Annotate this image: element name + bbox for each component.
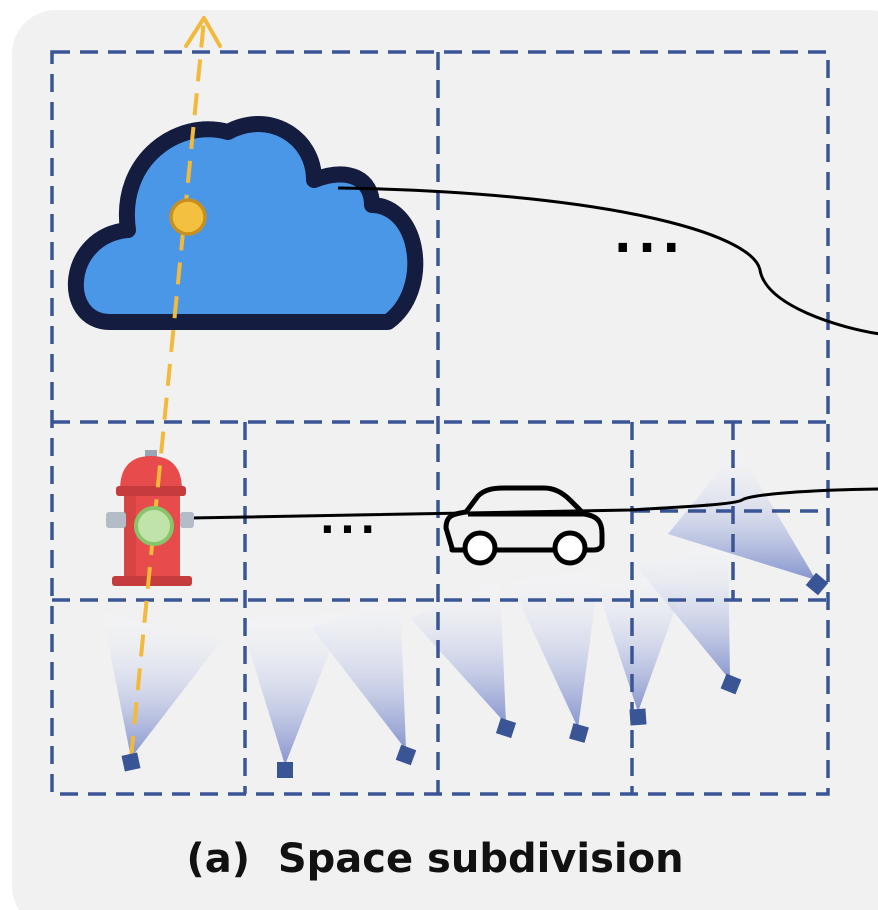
ellipsis-middle: ... [320,497,381,543]
camera-markers [121,572,829,778]
camera-frustum [312,592,406,750]
ellipsis-top: ... [614,208,687,264]
camera-frustum [410,580,506,724]
camera-frustum [636,540,730,680]
camera-marker-icon [629,708,647,726]
camera-marker-icon [277,762,293,778]
camera-marker-icon [569,723,589,743]
link-curve-hydrant [189,487,878,520]
hit-point-cloud [169,198,207,236]
camera-frustum [102,612,222,758]
panel-caption: (a) Space subdivision [186,836,683,882]
subdivision-grid [50,50,830,796]
car-icon [443,485,605,566]
camera-frustum [668,448,816,580]
ray-arrowhead-icon [184,16,222,48]
camera-frustum [510,568,600,728]
camera-marker-icon [720,673,742,695]
link-curve-cloud [337,186,878,336]
camera-marker-icon [805,572,829,596]
camera-frustums [102,448,816,765]
traced-ray [129,16,222,759]
camera-marker-icon [395,744,417,766]
camera-marker-icon [121,752,141,772]
camera-frustum [598,568,690,712]
cloud-icon [67,116,424,330]
camera-marker-icon [495,717,517,739]
hit-point-hydrant [134,506,174,546]
camera-frustum [240,612,345,765]
